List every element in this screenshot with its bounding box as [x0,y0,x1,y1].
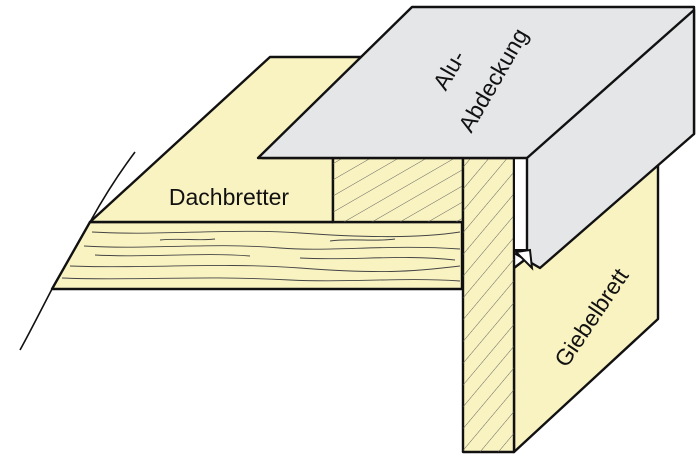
cutaway-edge-lines [19,151,136,351]
batten-cross-section [331,156,465,224]
cover-gap [513,157,528,251]
lower-roof-plank [50,220,464,291]
gable-board-section [461,156,516,454]
alu-cover [256,5,696,271]
label-roof-boards: Dachbretter [169,184,290,210]
wood-grain [61,230,461,282]
